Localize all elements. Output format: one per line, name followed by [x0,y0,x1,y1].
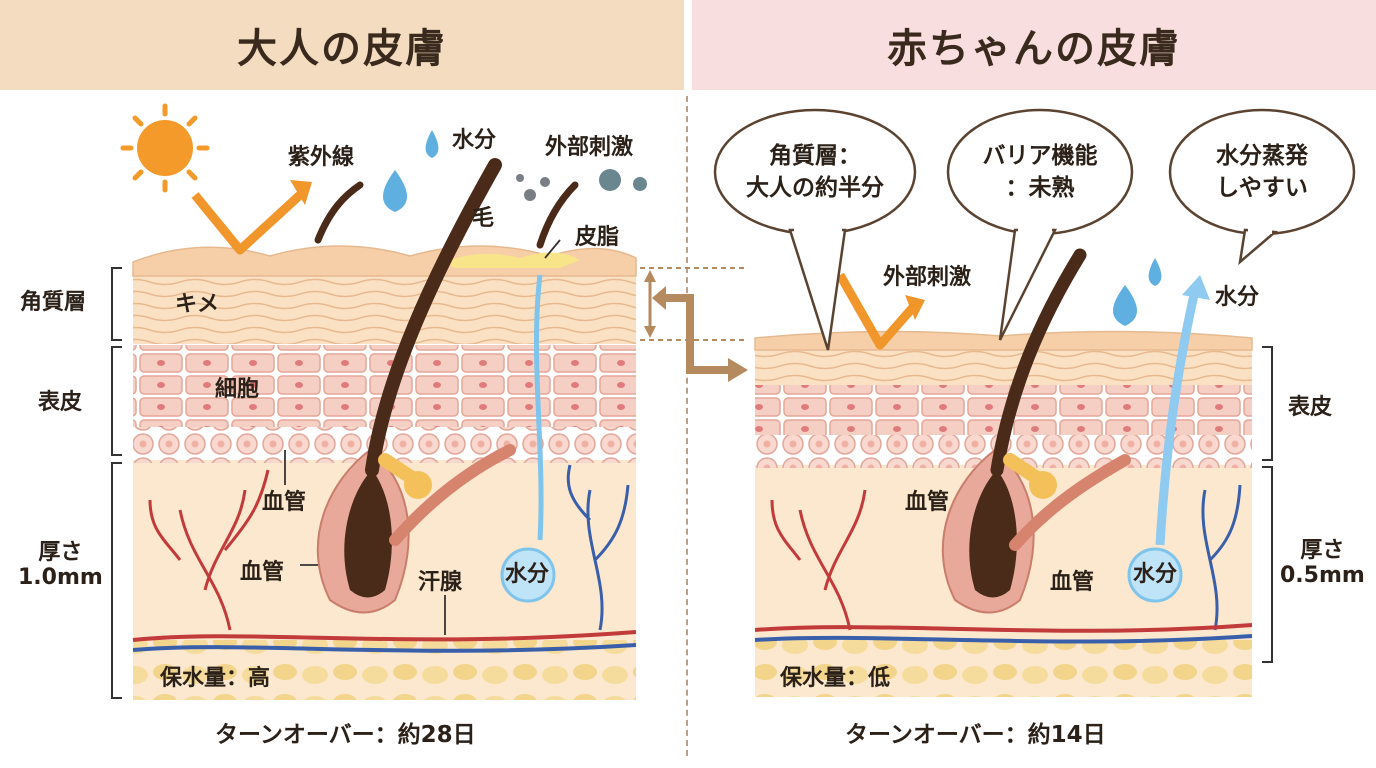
baby-thickness-label: 厚さ 0.5mm [1280,538,1365,589]
adult-thickness-label: 厚さ 1.0mm [18,540,103,591]
baby-water-retention-label: 保水量：低 [780,666,891,691]
baby-skin-title: 赤ちゃんの皮膚 [692,0,1376,90]
adult-skin-block [120,103,647,700]
adult-gland-moisture-label: 水分 [505,562,550,587]
hair-label: 毛 [472,206,495,231]
sebum-label: 皮脂 [575,225,620,250]
baby-turnover-label: ターンオーバー：約14日 [845,722,1106,748]
baby-external-stimulus-label: 外部刺激 [883,265,972,290]
germ-icon [516,169,647,201]
adult-water-retention-label: 保水量：高 [160,666,271,691]
baby-blood-vessel-label-2: 血管 [1050,570,1095,595]
adult-epidermis-label: 表皮 [38,390,83,415]
adult-blood-vessel-label-2: 血管 [240,560,285,585]
bubble-barrier-function: バリア機能 ：未熟 [982,142,1098,201]
adult-stratum-corneum-label: 角質層 [20,290,87,315]
adult-external-stimulus-label: 外部刺激 [545,135,634,160]
adult-moisture-label: 水分 [452,128,497,153]
cells-label: 細胞 [215,377,260,402]
bubble-stratum-corneum: 角質層： 大人の約半分 [746,142,884,201]
adult-skin-title: 大人の皮膚 [0,0,684,90]
adult-blood-vessel-label-1: 血管 [262,490,307,515]
baby-moisture-label: 水分 [1215,285,1260,310]
adult-turnover-label: ターンオーバー：約28日 [215,722,476,748]
texture-label: キメ [175,292,220,317]
baby-skin-block [754,248,1253,697]
panel-divider [686,96,688,756]
baby-epidermis-label: 表皮 [1288,395,1333,420]
sun-icon [120,103,210,193]
baby-gland-moisture-label: 水分 [1133,562,1178,587]
bubble-moisture-evaporation: 水分蒸発 しやすい [1216,142,1308,201]
baby-blood-vessel-label-1: 血管 [905,490,950,515]
sweat-gland-label: 汗腺 [418,570,463,595]
uv-label: 紫外線 [288,145,355,170]
